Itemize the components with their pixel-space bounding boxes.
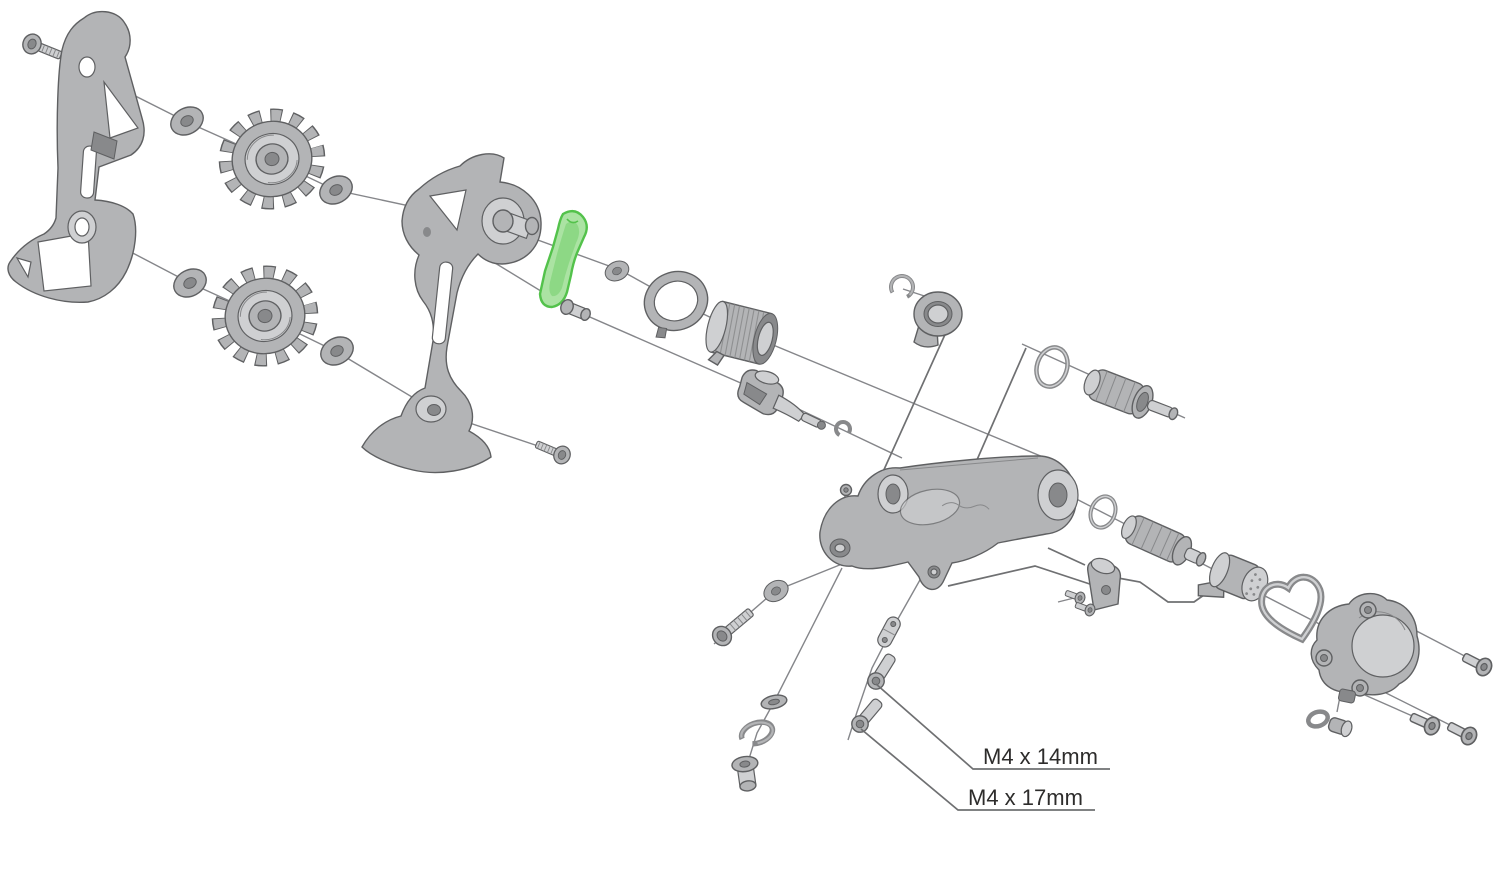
lock-washer bbox=[738, 719, 776, 747]
outer-cage-plate bbox=[7, 11, 145, 304]
clutch-lever bbox=[737, 369, 826, 430]
o-ring-b bbox=[1088, 494, 1118, 530]
b-washer bbox=[601, 256, 633, 286]
cable-grommet bbox=[1306, 709, 1353, 738]
lever-e-clip bbox=[834, 420, 852, 438]
stopper-plate-highlighted bbox=[538, 209, 588, 309]
cage-lock-ring bbox=[643, 270, 709, 339]
pulley-washer bbox=[315, 330, 359, 372]
cage-pivot-bearing bbox=[913, 291, 963, 348]
pulley-washer bbox=[165, 100, 209, 142]
ratchet-drum bbox=[1197, 552, 1269, 602]
fixing-screw-m4x17 bbox=[847, 695, 887, 737]
motor-cover-unit bbox=[1310, 593, 1420, 704]
label-m4x17-group: M4 x 17mm bbox=[860, 728, 1095, 811]
snap-ring bbox=[888, 274, 915, 300]
label-m4x14-group: M4 x 14mm bbox=[875, 683, 1110, 770]
cover-gasket bbox=[1258, 573, 1325, 644]
cable-guide-tab bbox=[90, 131, 118, 160]
label-m4x14: M4 x 14mm bbox=[983, 744, 1098, 769]
cage-plate-bolt-a bbox=[19, 30, 66, 66]
clamp-screw bbox=[1063, 586, 1088, 606]
pulley-washer bbox=[168, 262, 212, 304]
o-ring-a bbox=[1034, 345, 1070, 389]
bracket-sleeve-nut bbox=[731, 755, 759, 792]
cage-plate-bolt-b bbox=[532, 435, 574, 468]
bracket-pivot-bolt bbox=[711, 608, 754, 647]
switch-screw bbox=[839, 483, 853, 497]
tension-pulley bbox=[209, 262, 320, 369]
main-bracket-body bbox=[819, 455, 1079, 591]
cover-screw bbox=[1443, 716, 1481, 749]
guide-pulley bbox=[216, 105, 327, 212]
cover-screw bbox=[1458, 647, 1496, 680]
body-logo-emboss bbox=[941, 502, 990, 510]
fixing-screw-m4x14 bbox=[864, 650, 900, 693]
cage-tension-spring bbox=[705, 300, 779, 366]
pivot-washer bbox=[759, 575, 793, 607]
bushing-a bbox=[1083, 369, 1179, 421]
flat-washer bbox=[760, 694, 788, 710]
cable-link bbox=[877, 616, 901, 648]
inner-cage-plate bbox=[361, 153, 542, 474]
cable-clamp-bracket bbox=[1063, 557, 1122, 618]
stopper-plate-bolt bbox=[560, 298, 591, 322]
bushing-b bbox=[1121, 515, 1207, 567]
label-m4x17: M4 x 17mm bbox=[968, 785, 1083, 810]
